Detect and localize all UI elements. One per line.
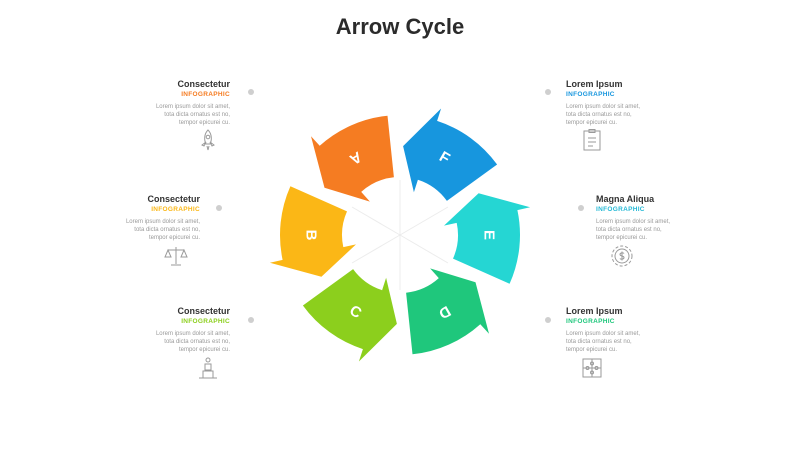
block-subtitle: INFOGRAPHIC xyxy=(181,91,230,99)
arrow-segment-c xyxy=(302,269,397,362)
block-text-line: Lorem ipsum dolor sit amet, xyxy=(596,218,671,225)
connector-dot xyxy=(216,205,222,211)
block-subtitle: INFOGRAPHIC xyxy=(181,318,230,326)
connector-dot xyxy=(545,317,551,323)
gear-dollar-icon xyxy=(610,244,634,268)
block-text-line: tempor epicurei cu. xyxy=(596,235,648,242)
info-block-b: Consectetur INFOGRAPHIC Lorem ipsum dolo… xyxy=(90,193,200,242)
connector-dot xyxy=(248,317,254,323)
segment-letter-b: B xyxy=(303,230,320,241)
block-title: Consectetur xyxy=(177,79,230,89)
block-text-line: tempor epicurei cu. xyxy=(566,120,618,127)
block-text-line: tota dicta ornatus est no, xyxy=(134,227,200,233)
block-text-line: tota dicta ornatus est no, xyxy=(164,339,230,345)
block-text-line: tota dicta ornatus est no, xyxy=(566,339,632,345)
block-text-line: Lorem ipsum dolor sit amet, xyxy=(155,103,230,110)
block-title: Lorem Ipsum xyxy=(566,79,623,89)
block-title: Consectetur xyxy=(147,194,200,204)
segment-letter-e: E xyxy=(481,230,498,240)
arrow-segment-d xyxy=(406,268,489,355)
info-block-a: Consectetur INFOGRAPHIC Lorem ipsum dolo… xyxy=(120,78,230,127)
page-title: Arrow Cycle xyxy=(335,14,465,39)
block-text-line: tempor epicurei cu. xyxy=(178,120,230,127)
block-text-line: tempor epicurei cu. xyxy=(178,347,230,354)
block-text-line: tempor epicurei cu. xyxy=(566,347,618,354)
block-text-line: tempor epicurei cu. xyxy=(148,235,200,242)
arrow-segment-a xyxy=(311,115,394,202)
block-title: Magna Aliqua xyxy=(596,194,655,204)
info-block-e: Magna Aliqua INFOGRAPHIC Lorem ipsum dol… xyxy=(596,193,706,242)
rocket-icon xyxy=(196,128,220,152)
arrow-segment-b xyxy=(269,186,356,277)
block-text-line: Lorem ipsum dolor sit amet, xyxy=(566,103,641,110)
block-text-line: tota dicta ornatus est no, xyxy=(566,112,632,118)
clipboard-icon xyxy=(580,128,604,152)
block-title: Lorem Ipsum xyxy=(566,306,623,316)
connector-dot xyxy=(578,205,584,211)
connector-dot xyxy=(248,89,254,95)
person-podium-icon xyxy=(196,356,220,380)
scales-icon xyxy=(164,244,188,268)
block-subtitle: INFOGRAPHIC xyxy=(566,91,615,99)
block-text-line: Lorem ipsum dolor sit amet, xyxy=(566,330,641,337)
puzzle-icon xyxy=(580,356,604,380)
block-subtitle: INFOGRAPHIC xyxy=(596,206,645,214)
block-subtitle: INFOGRAPHIC xyxy=(566,318,615,326)
arrow-segment-e xyxy=(444,193,531,284)
arrow-segment-f xyxy=(403,108,498,201)
connector-dot xyxy=(545,89,551,95)
center-guides xyxy=(351,180,449,290)
block-text-line: Lorem ipsum dolor sit amet, xyxy=(125,218,200,225)
block-title: Consectetur xyxy=(177,306,230,316)
info-block-d: Lorem Ipsum INFOGRAPHIC Lorem ipsum dolo… xyxy=(566,305,676,354)
block-text-line: tota dicta ornatus est no, xyxy=(596,227,662,233)
block-text-line: Lorem ipsum dolor sit amet, xyxy=(155,330,230,337)
block-subtitle: INFOGRAPHIC xyxy=(151,206,200,214)
info-block-f: Lorem Ipsum INFOGRAPHIC Lorem ipsum dolo… xyxy=(566,78,676,127)
info-block-c: Consectetur INFOGRAPHIC Lorem ipsum dolo… xyxy=(120,305,230,354)
block-text-line: tota dicta ornatus est no, xyxy=(164,112,230,118)
